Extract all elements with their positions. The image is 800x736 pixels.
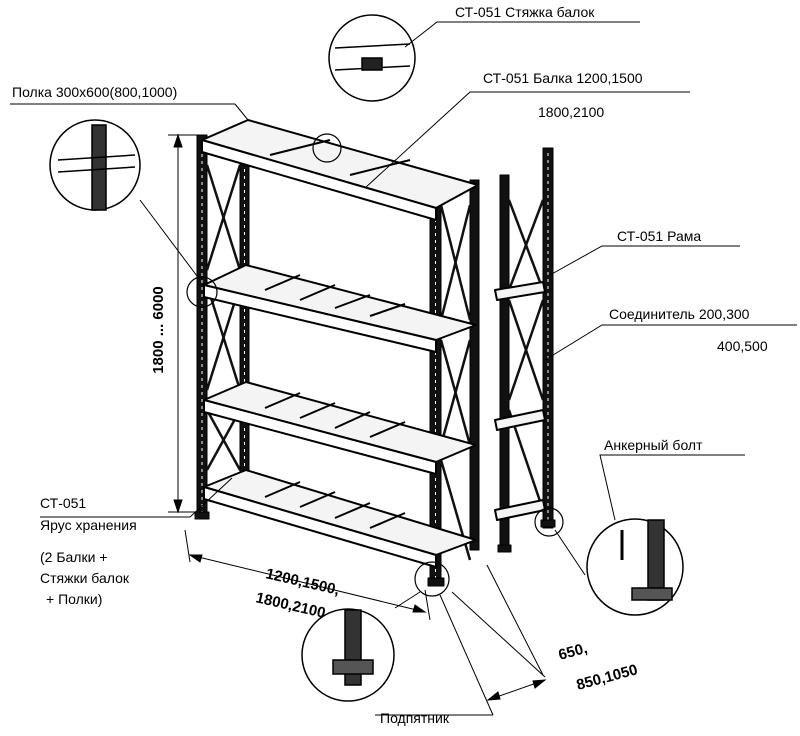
label-tier-line4: Стяжки балок xyxy=(40,570,130,586)
shelf-level-1 xyxy=(201,119,479,221)
left-frame-bracing xyxy=(205,164,242,471)
label-anchor-bolt: Анкерный болт xyxy=(604,437,703,453)
label-beam-line2: 1800,2100 xyxy=(538,104,604,120)
upright-back-right xyxy=(469,179,480,551)
shelf-level-2 xyxy=(203,264,477,353)
upright-second-front xyxy=(499,174,510,551)
label-foot: Подпятник xyxy=(380,710,450,726)
label-beam-line1: СТ-051 Балка 1200,1500 xyxy=(483,70,643,86)
right-frame-bracing xyxy=(439,204,472,561)
shelf-level-3 xyxy=(203,381,477,475)
label-connector-line2: 400,500 xyxy=(717,338,768,354)
detail-anchor-bolt xyxy=(586,518,684,616)
second-frame-bracing xyxy=(507,199,545,511)
label-shelf: Полка 300х600(800,1000) xyxy=(12,84,177,100)
leader-lines xyxy=(10,21,797,716)
hint-circles xyxy=(186,133,564,597)
upright-second-back xyxy=(542,147,554,529)
shelf-level-4 xyxy=(203,469,477,568)
label-tier-line2: Ярус хранения xyxy=(40,517,137,533)
label-tier-line5: + Полки) xyxy=(46,591,102,607)
label-frame: СТ-051 Рама xyxy=(617,228,701,244)
detail-shelf-corner xyxy=(49,119,141,211)
label-tier-line1: СТ-051 xyxy=(40,495,86,511)
label-connector-line1: Соединитель 200,300 xyxy=(609,306,750,322)
dimension-depth-line2: 850,1050 xyxy=(575,661,640,694)
second-section-shelves xyxy=(494,281,546,521)
upright-rear-left xyxy=(196,134,208,518)
dimension-lines xyxy=(168,133,547,701)
dimension-depth-line1: 650, xyxy=(557,640,590,664)
label-beam-tie: СТ-051 Стяжка балок xyxy=(455,4,595,20)
label-tier-line3: (2 Балки + xyxy=(40,549,108,565)
detail-tie xyxy=(328,14,416,102)
detail-foot xyxy=(301,608,395,702)
dimension-length-line2: 1800,2100 xyxy=(254,589,327,622)
rack-drawing xyxy=(194,119,556,587)
dimension-height: 1800 ... 6000 xyxy=(150,286,167,374)
foot-plates xyxy=(194,511,556,587)
